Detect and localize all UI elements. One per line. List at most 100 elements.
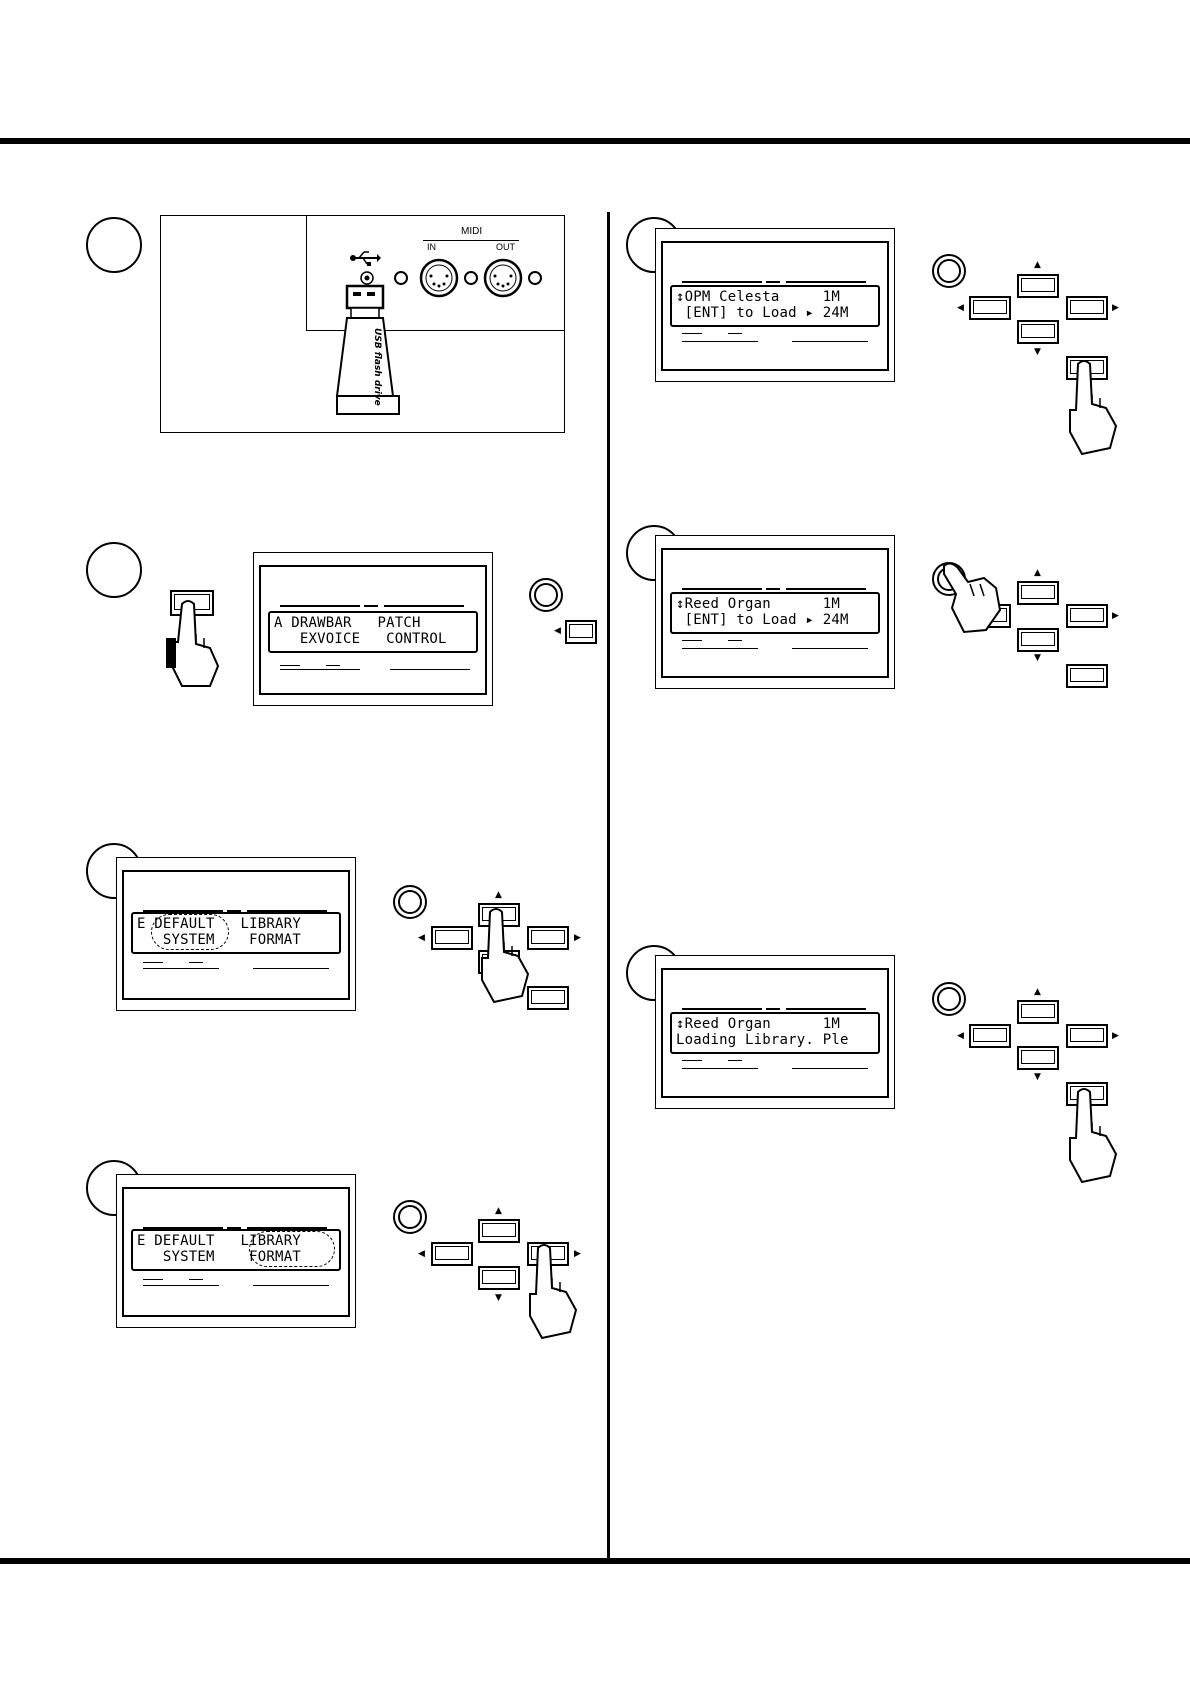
lcd-panel: E DEFAULT LIBRARY SYSTEM FORMAT: [116, 1174, 356, 1328]
lcd-line-1: A DRAWBAR PATCH: [274, 615, 421, 631]
divider: [143, 1227, 223, 1229]
lcd-display: E DEFAULT LIBRARY SYSTEM FORMAT: [131, 912, 341, 954]
divider: [682, 281, 762, 283]
up-button[interactable]: [478, 1219, 520, 1243]
lcd-line-2: SYSTEM FORMAT: [137, 932, 301, 948]
left-button[interactable]: [565, 620, 597, 644]
right-button[interactable]: [1066, 1024, 1108, 1048]
lcd-panel: ↕Reed Organ 1M Loading Library. Ple: [655, 955, 895, 1109]
lcd-display: E DEFAULT LIBRARY SYSTEM FORMAT: [131, 1229, 341, 1271]
up-button[interactable]: [1017, 274, 1059, 298]
usb-icon: [350, 251, 381, 266]
divider: [253, 1285, 329, 1286]
up-button[interactable]: [1017, 1000, 1059, 1024]
pressing-hand-icon: [481, 908, 530, 1004]
divider: [792, 341, 868, 342]
right-button[interactable]: [527, 926, 569, 950]
arrow-right-icon: ▶: [574, 1249, 581, 1259]
divider: [143, 968, 219, 969]
divider: [143, 962, 163, 963]
divider: [728, 1060, 742, 1061]
step-number-circle: [86, 542, 142, 598]
arrow-left-icon: ◀: [418, 933, 425, 943]
exit-knob-icon[interactable]: [393, 885, 427, 919]
panel-edge: [306, 216, 307, 330]
arrow-left-icon: ◀: [554, 626, 561, 636]
divider: [143, 910, 223, 912]
column-divider: [607, 212, 610, 1558]
arrow-left-icon: ◀: [957, 303, 964, 313]
midi-in-label: IN: [427, 242, 436, 252]
lcd-line-2: [ENT] to Load ▸ 24M: [676, 305, 849, 321]
lcd-line-1: ↕Reed Organ 1M: [676, 596, 840, 612]
divider: [364, 605, 378, 607]
blink-highlight: [151, 914, 229, 950]
lcd-display: ↕Reed Organ 1M Loading Library. Ple: [670, 1012, 880, 1054]
exit-knob-icon[interactable]: [393, 1200, 427, 1234]
down-button[interactable]: [1017, 628, 1059, 652]
lcd-line-2: Loading Library. Ple: [676, 1032, 849, 1048]
pressing-hand-icon: [529, 1244, 578, 1340]
left-button[interactable]: [431, 1242, 473, 1266]
divider: [189, 962, 203, 963]
divider: [792, 648, 868, 649]
up-button[interactable]: [1017, 581, 1059, 605]
arrow-up-icon: ▲: [1034, 260, 1041, 270]
pressing-hand-icon: [1069, 360, 1118, 456]
enter-button[interactable]: [1066, 664, 1108, 688]
exit-knob-icon[interactable]: [529, 578, 563, 612]
arrow-left-icon: ◀: [418, 1249, 425, 1259]
divider: [682, 648, 758, 649]
right-button[interactable]: [1066, 604, 1108, 628]
lcd-panel: ↕OPM Celesta 1M [ENT] to Load ▸ 24M: [655, 228, 895, 382]
divider: [786, 281, 866, 283]
down-button[interactable]: [1017, 1046, 1059, 1070]
top-rule: [0, 138, 1190, 144]
down-button[interactable]: [1017, 320, 1059, 344]
divider: [682, 1068, 758, 1069]
pressing-hand-icon: [166, 600, 220, 687]
left-button[interactable]: [969, 296, 1011, 320]
midi-label: MIDI: [461, 226, 483, 237]
pressing-hand-icon: [1069, 1088, 1118, 1184]
lcd-bezel: [259, 565, 487, 695]
right-button[interactable]: [1066, 296, 1108, 320]
exit-knob-icon[interactable]: [932, 982, 966, 1016]
divider: [682, 341, 758, 342]
divider: [766, 588, 780, 590]
arrow-up-icon: ▲: [1034, 568, 1041, 578]
step-number-circle: [86, 217, 142, 273]
left-button[interactable]: [969, 1024, 1011, 1048]
arrow-right-icon: ▶: [1112, 303, 1119, 313]
usb-flash-drive-icon: [335, 284, 400, 415]
divider: [143, 1279, 163, 1280]
lcd-panel: ↕Reed Organ 1M [ENT] to Load ▸ 24M: [655, 535, 895, 689]
divider: [766, 1008, 780, 1010]
divider: [189, 1279, 203, 1280]
lcd-line-1: E DEFAULT LIBRARY: [137, 916, 301, 932]
lcd-display: A DRAWBAR PATCH EXVOICE CONTROL: [268, 611, 478, 653]
divider: [682, 640, 702, 641]
arrow-down-icon: ▼: [1034, 347, 1041, 357]
divider: [227, 910, 241, 912]
lcd-bezel: [122, 870, 350, 1000]
left-button[interactable]: [431, 926, 473, 950]
enter-button[interactable]: [527, 986, 569, 1010]
divider: [390, 669, 470, 670]
lcd-line-1: ↕Reed Organ 1M: [676, 1016, 840, 1032]
bottom-rule: [0, 1558, 1190, 1564]
divider: [247, 1227, 327, 1229]
lcd-bezel: [661, 548, 889, 678]
lcd-panel: A DRAWBAR PATCH EXVOICE CONTROL: [253, 552, 493, 706]
midi-out-label: OUT: [496, 242, 515, 252]
divider: [728, 333, 742, 334]
down-button[interactable]: [478, 1266, 520, 1290]
exit-knob-icon[interactable]: [932, 254, 966, 288]
lcd-display: ↕OPM Celesta 1M [ENT] to Load ▸ 24M: [670, 285, 880, 327]
divider: [766, 281, 780, 283]
panel-edge: [306, 330, 564, 331]
divider: [143, 1285, 219, 1286]
lcd-bezel: [122, 1187, 350, 1317]
blink-highlight: [249, 1231, 335, 1267]
arrow-left-icon: ◀: [957, 1031, 964, 1041]
